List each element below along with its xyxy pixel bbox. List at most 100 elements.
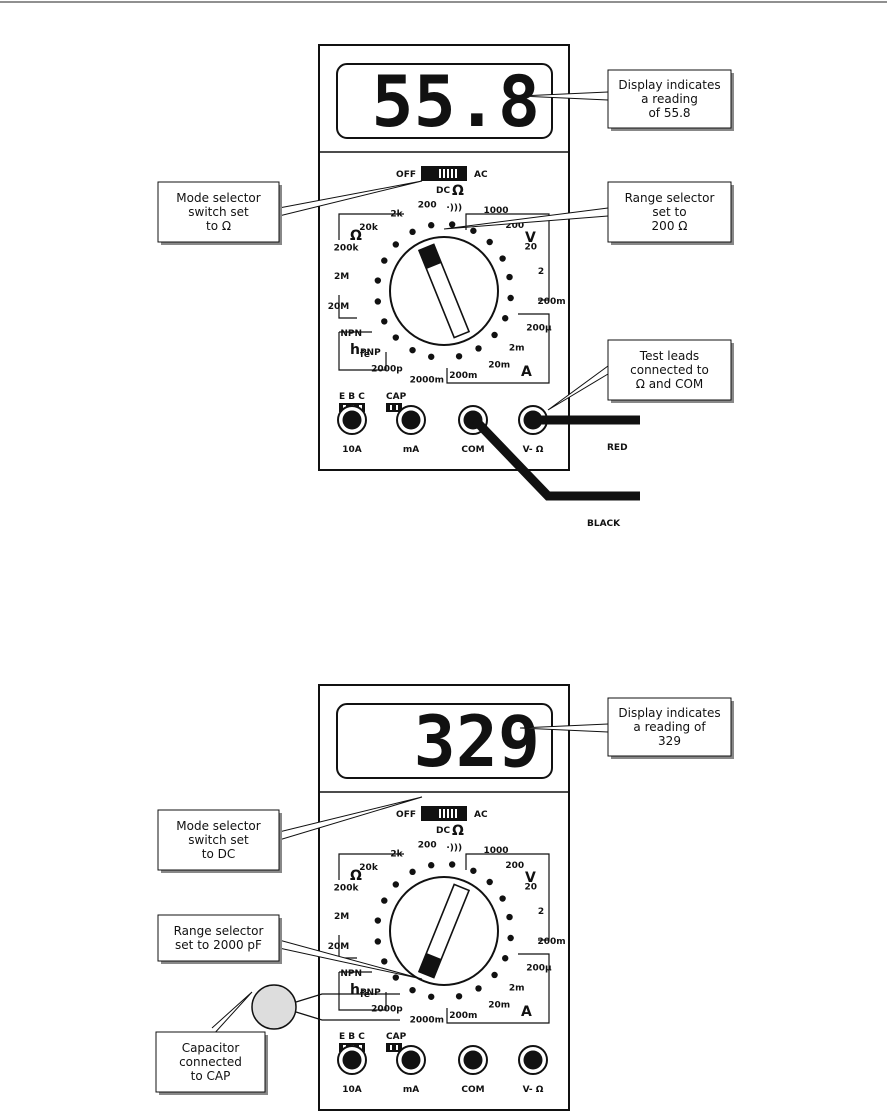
range-label: 200	[418, 201, 437, 211]
ebc-socket-label: E B C	[339, 392, 365, 402]
cap-socket	[386, 1043, 402, 1052]
mode-switch-grip	[443, 169, 445, 178]
lcd-display	[336, 703, 553, 779]
range-dot	[506, 273, 513, 281]
range-dot	[381, 257, 388, 264]
callout-mode-text: to DC	[202, 847, 235, 861]
hfe-section-sublabel: fe	[360, 990, 370, 1000]
ebc-socket-label: E B C	[339, 1032, 365, 1042]
ohm-bracket-top	[338, 213, 404, 240]
cap-socket-pin	[396, 405, 398, 410]
jack-label: mA	[403, 445, 419, 455]
mode-switch-grip	[443, 809, 445, 818]
mode-ac-label: AC	[474, 170, 488, 180]
callout-mode-text: to Ω	[206, 219, 231, 233]
jack-label: COM	[461, 1085, 484, 1095]
range-label: 2m	[509, 343, 525, 353]
range-dot	[475, 345, 482, 352]
range-dot	[486, 238, 493, 246]
jack-label: mA	[403, 1085, 419, 1095]
callout-range-text: set to	[652, 205, 686, 219]
cap-socket-label: CAP	[386, 1032, 407, 1042]
dial-pointer	[418, 244, 442, 269]
callout-mode-text: Mode selector	[176, 191, 261, 205]
jack-hole	[463, 1050, 483, 1070]
mode-off-label: OFF	[396, 170, 416, 180]
dial-pointer	[418, 953, 442, 978]
callout-range-text: set to 2000 pF	[175, 938, 262, 952]
amp-bracket	[446, 313, 550, 384]
callout-range-box	[157, 914, 280, 962]
jack-label: V- Ω	[523, 445, 544, 455]
callout-mode-text: switch set	[188, 205, 249, 219]
mode-switch-grip	[451, 809, 453, 818]
range-label: 20k	[359, 863, 379, 873]
callout-display-text: of 55.8	[648, 106, 690, 120]
range-label: 20M	[328, 942, 350, 952]
mode-switch-grip	[439, 169, 441, 178]
range-dot	[381, 958, 388, 965]
range-dot	[491, 331, 498, 339]
jack-label: V- Ω	[523, 1085, 544, 1095]
lcd-display	[336, 63, 553, 139]
jack-hole	[401, 1050, 421, 1070]
callout-display-leader	[519, 723, 609, 733]
callout-range-box	[607, 181, 732, 243]
callout-mode-text: switch set	[188, 833, 249, 847]
range-label: 200m	[449, 1011, 477, 1021]
range-label: 200μ	[526, 964, 552, 974]
range-label: ·)))	[446, 204, 462, 214]
jack-label: 10A	[342, 1085, 362, 1095]
jack-hole	[523, 1050, 543, 1070]
range-label: ·)))	[446, 844, 462, 854]
callout-mode-box	[157, 181, 280, 243]
amp-section-label: A	[521, 364, 532, 380]
callout-mode-leader	[278, 180, 423, 217]
capacitor-leads	[295, 993, 400, 1021]
ohm-bracket-bottom	[338, 295, 357, 319]
range-dot	[392, 241, 400, 248]
range-label: 2	[538, 907, 544, 917]
cap-socket-pin	[390, 405, 392, 410]
mode-switch-grip	[455, 169, 457, 178]
range-label: 200	[418, 841, 437, 851]
range-label: 20m	[488, 361, 510, 371]
callout-capacitor-text: connected	[179, 1055, 242, 1069]
mode-ac-label: AC	[474, 810, 488, 820]
ohm-bracket-top	[338, 853, 404, 880]
callout-range-leader	[278, 939, 423, 980]
cap-socket	[386, 403, 402, 412]
callout-leads-box	[607, 339, 732, 401]
jack-label: COM	[461, 445, 484, 455]
mode-dc-label: DC	[436, 186, 450, 196]
callout-leads-text: Test leads	[639, 349, 699, 363]
range-dot	[486, 878, 493, 886]
range-label: 20m	[488, 1001, 510, 1011]
range-dot	[455, 353, 463, 360]
callout-mode-leader	[278, 796, 423, 841]
range-dot	[381, 318, 388, 325]
range-dot	[409, 986, 416, 994]
range-dot	[374, 917, 382, 924]
range-label: 200m	[537, 297, 565, 307]
jack-hole	[342, 1050, 362, 1070]
range-dot	[428, 222, 435, 229]
range-dot	[409, 228, 416, 236]
callout-display-text: 329	[658, 734, 681, 748]
callout-leads-text: connected to	[630, 363, 709, 377]
range-label: 2000m	[410, 375, 444, 385]
range-label: 2M	[334, 912, 349, 922]
range-label: 2m	[509, 983, 525, 993]
range-dot	[470, 867, 477, 874]
mode-switch-grip	[455, 809, 457, 818]
range-dot	[507, 934, 514, 942]
callout-range-text: Range selector	[174, 924, 264, 938]
range-dot	[392, 974, 400, 981]
range-dot	[428, 353, 435, 360]
mode-dc-label: DC	[436, 826, 450, 836]
callout-capacitor-text: Capacitor	[182, 1041, 240, 1055]
callout-display-text: a reading of	[633, 720, 706, 734]
range-label: PNP	[360, 988, 381, 998]
amp-bracket	[446, 953, 550, 1024]
